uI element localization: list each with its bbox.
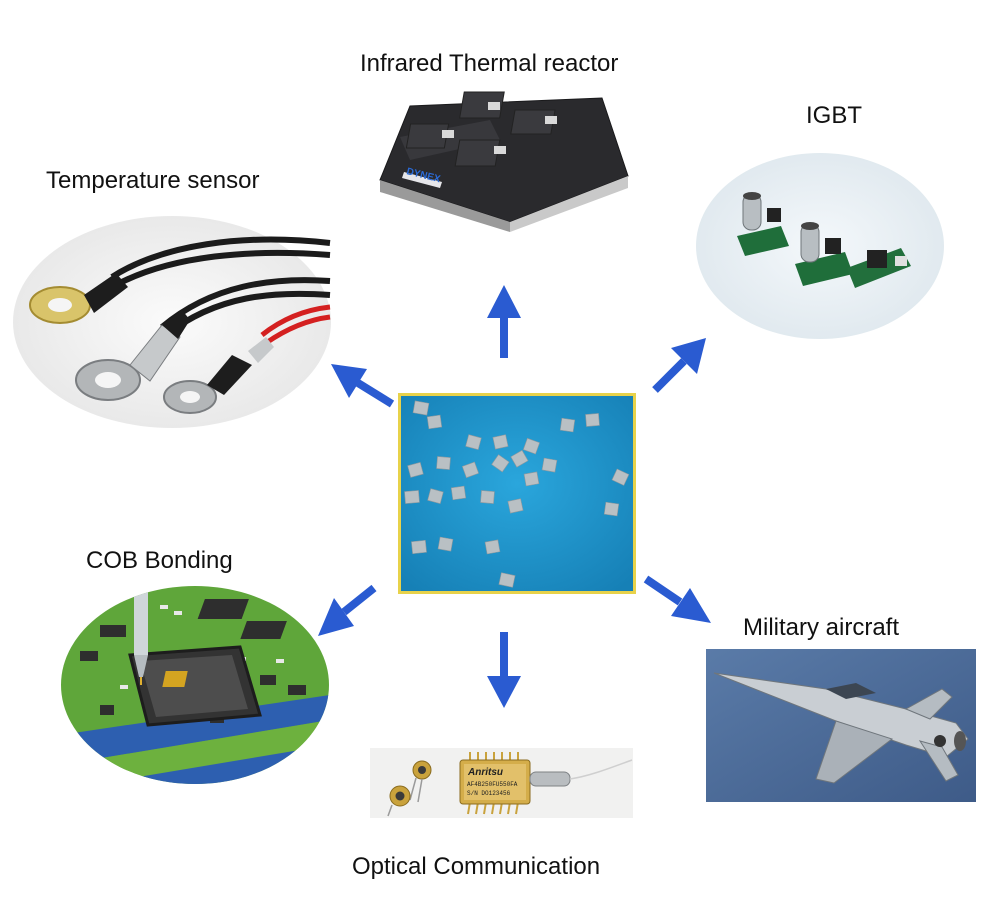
arrow-up bbox=[487, 285, 521, 358]
military-aircraft-image bbox=[706, 649, 976, 802]
infrared-module-image: DYNEX bbox=[370, 82, 635, 232]
power-module-illustration: DYNEX bbox=[379, 91, 629, 232]
arrow-upper-left bbox=[331, 364, 395, 408]
ring-terminal-silver bbox=[75, 310, 190, 401]
optical-communication-image: Anritsu AF4B250FU550FA S/N DO123456 bbox=[370, 748, 633, 818]
chips-illustration bbox=[401, 396, 633, 591]
label-igbt: IGBT bbox=[806, 102, 863, 129]
laser-brand-text: Anritsu bbox=[467, 767, 503, 778]
temperature-sensor-image bbox=[12, 215, 332, 430]
to-can-1 bbox=[409, 760, 432, 803]
aircraft-illustration bbox=[706, 649, 976, 802]
to-can-2 bbox=[387, 785, 411, 817]
ring-terminal-gold bbox=[29, 273, 128, 324]
igbt-board-1 bbox=[737, 192, 789, 256]
label-infrared-thermal-reactor: Infrared Thermal reactor bbox=[360, 50, 619, 77]
label-military-aircraft: Military aircraft bbox=[743, 614, 900, 641]
laser-model-text: AF4B250FU550FA bbox=[467, 781, 518, 788]
igbt-board-2 bbox=[795, 222, 853, 286]
arrow-upper-right bbox=[652, 338, 706, 393]
igbt-image bbox=[695, 152, 945, 340]
igbt-boards-illustration bbox=[696, 153, 944, 339]
arrow-lower-right bbox=[643, 575, 711, 623]
aircraft-body bbox=[713, 672, 969, 784]
label-cob-bonding: COB Bonding bbox=[86, 547, 233, 574]
butterfly-package: Anritsu AF4B250FU550FA S/N DO123456 bbox=[459, 752, 633, 815]
laser-serial-text: S/N DO123456 bbox=[467, 790, 511, 797]
ring-terminal-small bbox=[163, 337, 274, 414]
cob-bonding-image bbox=[60, 585, 330, 785]
center-chips-image bbox=[398, 393, 636, 594]
arrow-lower-left bbox=[318, 584, 377, 636]
label-temperature-sensor: Temperature sensor bbox=[46, 167, 260, 194]
cob-board-illustration bbox=[61, 586, 329, 784]
label-optical-communication: Optical Communication bbox=[352, 853, 601, 880]
arrow-down bbox=[487, 632, 521, 708]
laser-module-illustration: Anritsu AF4B250FU550FA S/N DO123456 bbox=[387, 752, 633, 817]
igbt-board-3 bbox=[847, 248, 911, 288]
temperature-sensor-illustration bbox=[13, 216, 331, 428]
